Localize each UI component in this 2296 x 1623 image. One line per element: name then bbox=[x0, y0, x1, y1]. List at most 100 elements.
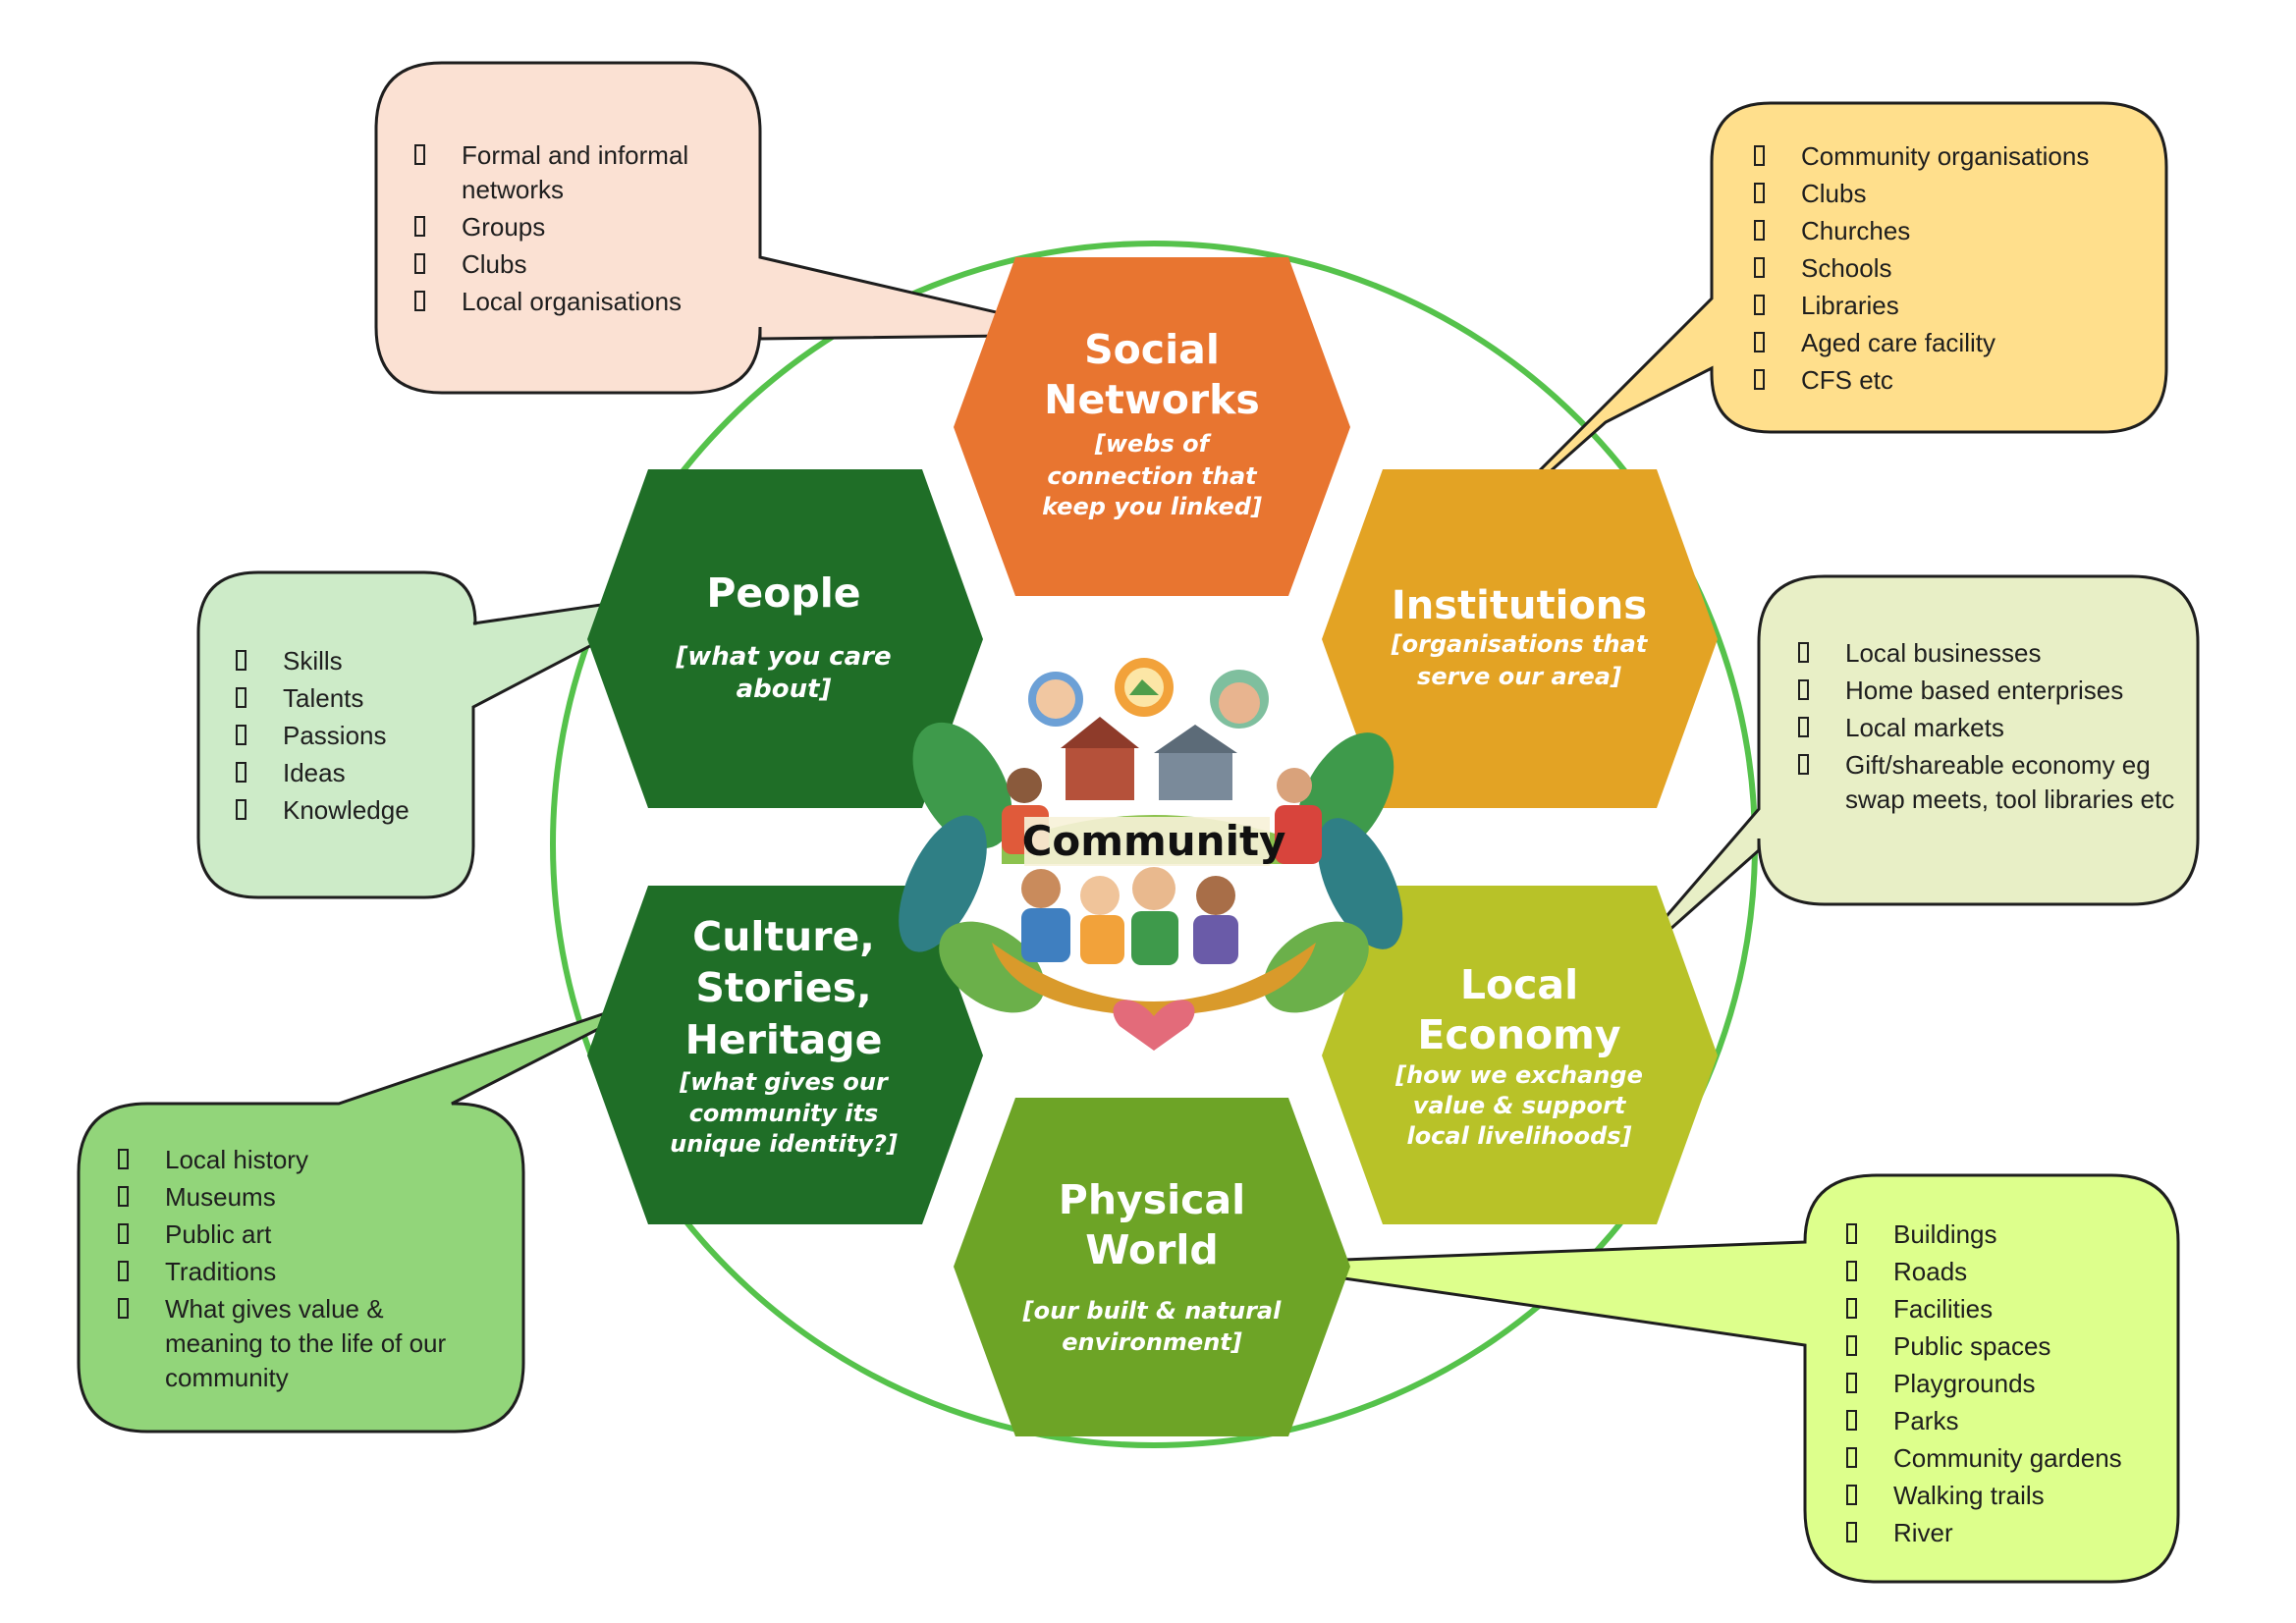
list-item: River bbox=[1846, 1516, 2151, 1550]
list-item-text: Knowledge bbox=[283, 795, 410, 825]
bullet-icon bbox=[414, 291, 425, 311]
hexagon-title-line: People bbox=[706, 569, 860, 617]
hexagon-subtitle-line: local livelihoods] bbox=[1406, 1122, 1631, 1150]
list-item: Knowledge bbox=[236, 793, 471, 828]
list-item-text: Home based enterprises bbox=[1845, 676, 2124, 705]
callout-physical-shape bbox=[1241, 1173, 2180, 1584]
callout-people-shape bbox=[196, 570, 696, 899]
hexagon-subtitle-line: serve our area] bbox=[1417, 663, 1621, 690]
list-item-text: Clubs bbox=[462, 249, 527, 279]
bullet-icon bbox=[1754, 369, 1765, 390]
list-item: Schools bbox=[1754, 251, 2147, 286]
bullet-icon bbox=[118, 1298, 129, 1319]
hexagon-subtitle-line: keep you linked] bbox=[1042, 493, 1262, 520]
hexagon-title-line: Economy bbox=[1417, 1011, 1620, 1058]
hexagon-subtitle-line: [organisations that bbox=[1391, 630, 1649, 658]
hexagon-institutions bbox=[1322, 469, 1718, 808]
list-item: Roads bbox=[1846, 1255, 2151, 1289]
bullet-icon bbox=[118, 1186, 129, 1207]
list-item-text: Passions bbox=[283, 721, 387, 750]
bullet-icon bbox=[1846, 1447, 1857, 1468]
list-item-text: Parks bbox=[1893, 1406, 1959, 1435]
hexagon-title-line: Heritage bbox=[685, 1016, 883, 1063]
list-item: Talents bbox=[236, 681, 471, 716]
list-item-text: Facilities bbox=[1893, 1294, 1994, 1324]
hexagon-subtitle-line: about] bbox=[737, 675, 832, 704]
bullet-icon bbox=[1754, 257, 1765, 278]
list-item-text: Community organisations bbox=[1801, 141, 2090, 171]
hexagon-culture-text: Culture, Stories, Heritage [what gives o… bbox=[670, 913, 898, 1158]
list-item-text: CFS etc bbox=[1801, 365, 1893, 395]
hexagon-title-line: Social bbox=[1084, 326, 1220, 373]
bullet-icon bbox=[1846, 1261, 1857, 1281]
list-item: Libraries bbox=[1754, 289, 2147, 323]
list-item-text: Local history bbox=[165, 1145, 308, 1174]
bullet-icon bbox=[1754, 332, 1765, 352]
list-item-text: Aged care facility bbox=[1801, 328, 1995, 357]
bullet-icon bbox=[1846, 1335, 1857, 1356]
list-item: Gift/shareable economy eg swap meets, to… bbox=[1798, 748, 2181, 817]
hexagon-subtitle-line: [how we exchange bbox=[1394, 1061, 1643, 1089]
hexagon-physical-world bbox=[954, 1098, 1350, 1436]
bullet-icon bbox=[118, 1223, 129, 1244]
list-item-text: Public spaces bbox=[1893, 1331, 2051, 1361]
list-item-text: Community gardens bbox=[1893, 1443, 2122, 1473]
bullet-icon bbox=[1798, 717, 1809, 737]
list-item-text: Ideas bbox=[283, 758, 346, 787]
list-item-text: Walking trails bbox=[1893, 1481, 2045, 1510]
bullet-icon bbox=[1846, 1373, 1857, 1393]
list-item: Ideas bbox=[236, 756, 471, 790]
hexagon-social-networks bbox=[954, 257, 1350, 596]
list-item-text: Local markets bbox=[1845, 713, 2004, 742]
list-item: Home based enterprises bbox=[1798, 674, 2181, 708]
list-item: Passions bbox=[236, 719, 471, 753]
bullet-icon bbox=[414, 144, 425, 165]
list-item: Community gardens bbox=[1846, 1441, 2151, 1476]
list-item: Local organisations bbox=[414, 285, 729, 319]
list-item-text: Gift/shareable economy eg swap meets, to… bbox=[1845, 750, 2175, 814]
bullet-icon bbox=[1846, 1223, 1857, 1244]
bullet-icon bbox=[1798, 642, 1809, 663]
list-item-text: Playgrounds bbox=[1893, 1369, 2036, 1398]
list-item-text: What gives value & meaning to the life o… bbox=[165, 1294, 447, 1392]
bullet-icon bbox=[1846, 1410, 1857, 1431]
list-item: Facilities bbox=[1846, 1292, 2151, 1326]
list-item-text: Traditions bbox=[165, 1257, 277, 1286]
callout-people-list: Skills Talents Passions Ideas Knowledge bbox=[236, 644, 471, 831]
list-item: Aged care facility bbox=[1754, 326, 2147, 360]
list-item-text: Local organisations bbox=[462, 287, 683, 316]
list-item: Public art bbox=[118, 1217, 481, 1252]
hexagon-title-line: Local bbox=[1460, 961, 1578, 1008]
bullet-icon bbox=[1798, 754, 1809, 775]
bullet-icon bbox=[1754, 145, 1765, 166]
community-illustration bbox=[899, 658, 1403, 1051]
hexagon-social-networks-text: Social Networks [webs of connection that… bbox=[1042, 326, 1262, 520]
bullet-icon bbox=[1754, 183, 1765, 203]
list-item-text: Groups bbox=[462, 212, 546, 242]
list-item: Local businesses bbox=[1798, 636, 2181, 671]
list-item: Playgrounds bbox=[1846, 1367, 2151, 1401]
bullet-icon bbox=[1754, 220, 1765, 241]
callout-physical-list: Buildings Roads Facilities Public spaces… bbox=[1846, 1217, 2151, 1553]
hexagon-subtitle-line: [what you care bbox=[675, 642, 891, 672]
list-item-text: Buildings bbox=[1893, 1219, 1997, 1249]
bullet-icon bbox=[236, 762, 246, 783]
list-item: Skills bbox=[236, 644, 471, 678]
bullet-icon bbox=[414, 253, 425, 274]
list-item: CFS etc bbox=[1754, 363, 2147, 398]
hexagon-people-text: People [what you care about] bbox=[675, 569, 891, 704]
hexagon-subtitle-line: [what gives our bbox=[679, 1068, 890, 1096]
list-item: Community organisations bbox=[1754, 139, 2147, 174]
hexagon-title-line: Culture, bbox=[692, 913, 875, 960]
hexagon-institutions-text: Institutions [organisations that serve o… bbox=[1391, 583, 1649, 690]
bullet-icon bbox=[118, 1149, 129, 1169]
bullet-icon bbox=[1846, 1298, 1857, 1319]
hexagon-subtitle-line: value & support bbox=[1413, 1092, 1627, 1119]
callout-social-list: Formal and informal networks Groups Club… bbox=[414, 138, 729, 322]
list-item: Churches bbox=[1754, 214, 2147, 248]
list-item-text: Talents bbox=[283, 683, 364, 713]
bullet-icon bbox=[1754, 295, 1765, 315]
list-item: Walking trails bbox=[1846, 1479, 2151, 1513]
bullet-icon bbox=[236, 725, 246, 745]
hexagon-subtitle-line: community its bbox=[689, 1100, 879, 1127]
